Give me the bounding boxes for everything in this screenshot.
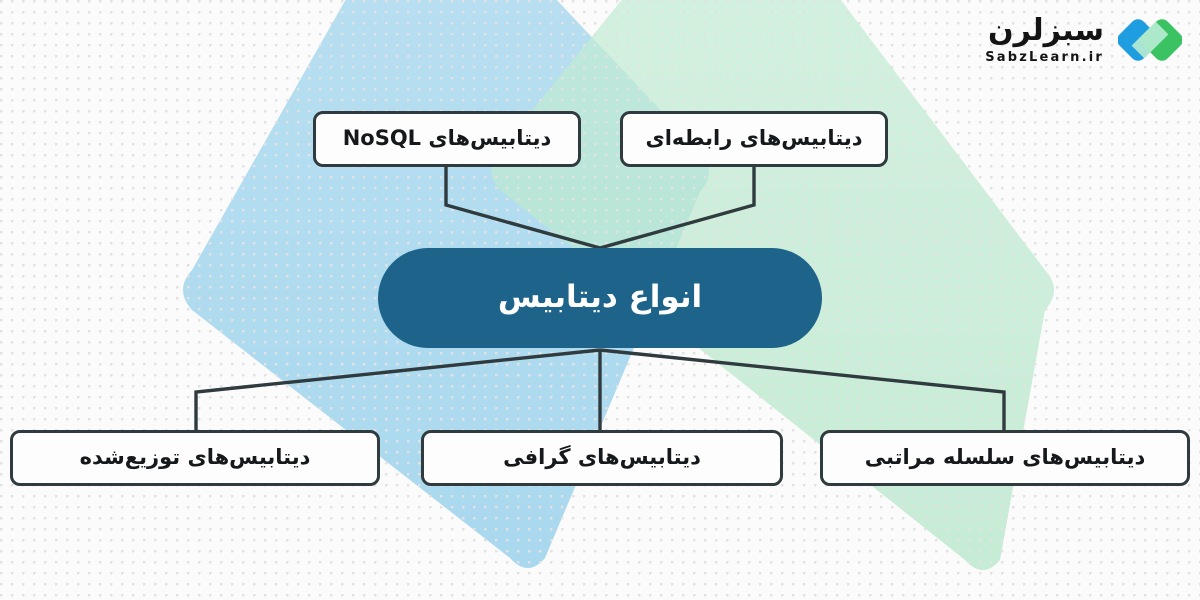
node-nosql-label: دیتابیس‌های NoSQL [342,125,552,150]
sabzlearn-logo-icon [1118,19,1182,61]
node-nosql-databases[interactable]: دیتابیس‌های NoSQL [313,111,581,167]
node-graph-databases[interactable]: دیتابیس‌های گرافی [421,430,783,486]
connector-nosql-to-center [444,167,601,250]
connector-center-to-hierarchical [599,348,1006,430]
brand-wordmark: سبزلرن SabzLearn.ir [985,13,1104,65]
node-central-database-types[interactable]: انواع دیتابیس [378,248,822,348]
brand-name-en: SabzLearn.ir [985,50,1104,65]
node-graph-label: دیتابیس‌های گرافی [503,444,701,469]
node-hierarchical-databases[interactable]: دیتابیس‌های سلسله مراتبی [820,430,1190,486]
node-relational-databases[interactable]: دیتابیس‌های رابطه‌ای [620,111,888,167]
node-relational-label: دیتابیس‌های رابطه‌ای [645,125,863,150]
node-hierarchical-label: دیتابیس‌های سلسله مراتبی [864,444,1146,469]
brand-logo[interactable]: سبزلرن SabzLearn.ir [985,10,1182,70]
node-central-label: انواع دیتابیس [497,278,703,315]
connector-center-to-distributed [194,348,601,430]
connector-relational-to-center [599,167,756,250]
node-distributed-databases[interactable]: دیتابیس‌های توزیع‌شده [10,430,380,486]
brand-name-fa: سبزلرن [988,13,1104,48]
node-distributed-label: دیتابیس‌های توزیع‌شده [79,444,311,469]
